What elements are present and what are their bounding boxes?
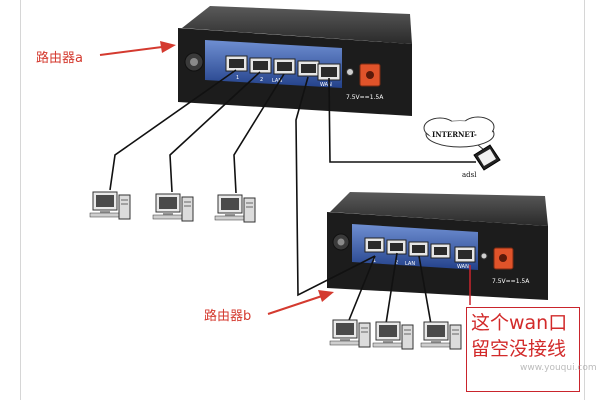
cable-router-a-to-pc-1 [109, 69, 237, 191]
router-a-port-mark-1: 1 [236, 75, 239, 81]
router-a-pointer-arrow [99, 41, 176, 56]
internet-cloud-icon [423, 116, 495, 148]
router-b-label: 路由器b [204, 309, 252, 324]
router-b-top [330, 192, 548, 226]
cable-router-a-lan-to-router-b-lan [295, 76, 376, 297]
adsl-modem-icon [473, 144, 501, 171]
cable-router-a-to-pc-2 [169, 71, 261, 193]
adsl-label: adsl [462, 171, 477, 179]
router-a-reset-button [346, 68, 354, 76]
router-b-port-mark-2: 2 [395, 260, 398, 266]
router-a-wan-port [317, 63, 341, 81]
router-a-port-mark-wan: WAN [320, 82, 332, 88]
network-cables [109, 69, 476, 331]
desktop-computer-icon [152, 193, 194, 222]
cable-router-b-to-pc-2 [384, 252, 398, 331]
router-a: 1 2 LAN WAN 7.5V==1.5A [178, 6, 412, 116]
left-frame-line [20, 0, 21, 400]
router-a-power-socket [366, 71, 374, 79]
cable-router-b-to-pc-3 [418, 255, 433, 331]
desktop-computer-icon [329, 319, 371, 348]
cable-router-a-to-pc-3 [233, 73, 285, 194]
router-b-power-socket [499, 254, 507, 262]
router-a-lan-ports [225, 55, 320, 77]
wan-port-callout: 这个wan口留空没接线 [466, 307, 580, 392]
router-b-pointer-arrow [267, 290, 334, 315]
router-b-power-rating: 7.5V==1.5A [492, 278, 530, 285]
router-a-port-mark-lan: LAN [272, 78, 282, 84]
router-a-label: 路由器a [36, 51, 83, 66]
router-b: 1 2 LAN WAN 7.5V==1.5A [327, 192, 548, 300]
router-a-port-mark-2: 2 [260, 77, 263, 83]
right-frame-line [584, 0, 585, 400]
router-b-wan-port [454, 246, 476, 263]
wan-port-callout-text: 这个wan口留空没接线 [471, 312, 568, 360]
desktop-computer-icon [89, 191, 131, 220]
desktop-computer-icon [214, 194, 256, 223]
watermark: www.youqui.com [520, 363, 597, 373]
desktop-computer-icon [372, 321, 414, 350]
router-a-top [182, 6, 412, 44]
router-a-antenna-core [190, 58, 198, 66]
cable-router-b-to-pc-1 [344, 255, 376, 331]
router-a-power-rating: 7.5V==1.5A [346, 94, 384, 101]
router-b-reset-button [480, 252, 488, 260]
router-b-port-mark-1: 1 [373, 258, 376, 264]
internet-label: INTERNET- [432, 130, 477, 139]
router-b-antenna-core [337, 238, 345, 246]
router-b-port-mark-lan: LAN [405, 261, 415, 267]
cable-router-a-wan-to-modem [328, 77, 476, 163]
router-b-port-mark-wan: WAN [457, 264, 469, 270]
desktop-computer-icon [420, 321, 462, 350]
